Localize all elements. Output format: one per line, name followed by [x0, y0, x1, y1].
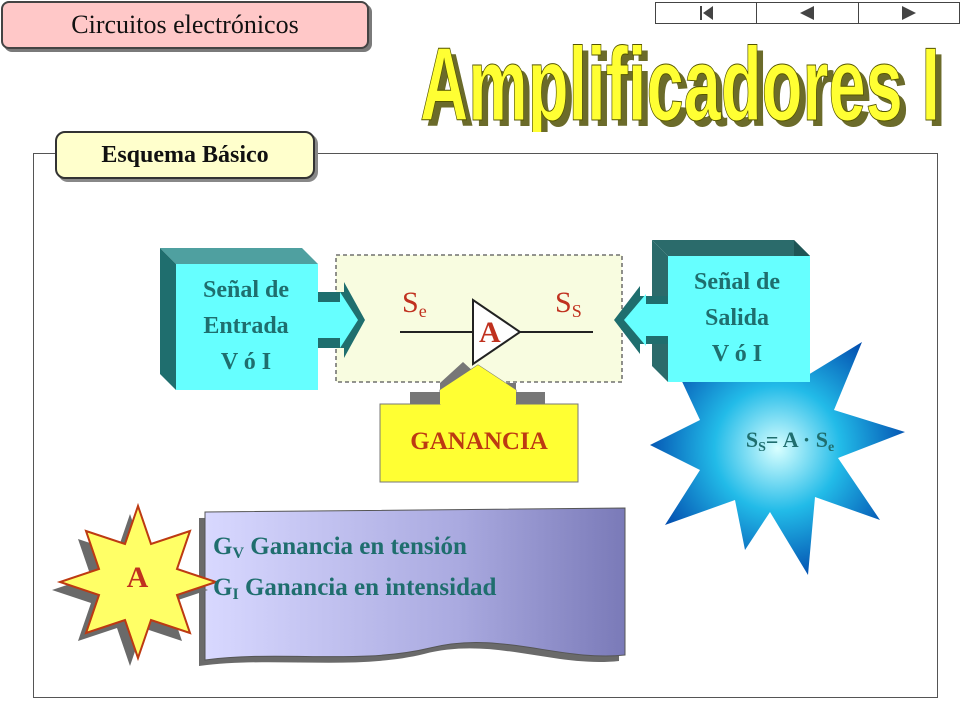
legend-text: Ganancia en intensidad	[238, 574, 497, 601]
legend-symbol-sub: I	[232, 586, 239, 603]
formula-op: = A · S	[765, 427, 828, 452]
formula-lhs: S	[745, 427, 759, 452]
input-box	[176, 264, 318, 390]
legend-item-current: GI Ganancia en intensidad	[213, 571, 613, 612]
play-backward-icon	[800, 6, 815, 20]
next-slide-button[interactable]	[858, 2, 960, 24]
amplifier-label: A	[479, 316, 501, 349]
output-label-line1: Señal de	[693, 269, 780, 295]
output-arrow	[624, 294, 668, 346]
page-title: Amplificadores I	[420, 27, 940, 132]
formula-rhs-sub: e	[827, 440, 835, 455]
legend-text: Ganancia en tensión	[244, 533, 467, 560]
input-signal-label: Señal de Entrada V ó I	[175, 272, 317, 380]
course-tag: Circuitos electrónicos	[1, 1, 369, 49]
star-label: A	[126, 561, 149, 594]
formula-burst	[650, 322, 905, 575]
page-title-shadow: Amplificadores I	[426, 33, 946, 132]
previous-slide-button[interactable]	[757, 2, 859, 24]
amplifier-symbol	[472, 298, 522, 366]
signal-in-sub: e	[418, 301, 427, 321]
input-box-side	[160, 248, 176, 390]
gain-label: GANANCIA	[410, 428, 548, 455]
signal-out-sub: S	[571, 301, 582, 321]
legend-symbol: G	[213, 533, 233, 560]
first-slide-button[interactable]	[655, 2, 758, 24]
signal-out-base: S	[555, 286, 572, 319]
formula-lhs-sub: S	[758, 440, 766, 455]
title-graphic: Amplificadores I Amplificadores I	[420, 27, 946, 133]
section-tag: Esquema Básico	[55, 131, 315, 179]
output-box	[668, 256, 810, 382]
slide-navigation	[655, 2, 960, 24]
legend-symbol: G	[213, 574, 233, 601]
skip-to-start-icon	[700, 6, 714, 20]
legend-ribbon	[204, 507, 626, 661]
input-label-line1: Señal de	[202, 277, 289, 303]
input-signal-symbol: Se	[402, 288, 427, 326]
gain-legend: GV Ganancia en tensión GI Ganancia en in…	[213, 530, 613, 612]
input-arrow	[318, 292, 358, 348]
signal-in-base: S	[402, 286, 419, 319]
gain-formula: SS= A · Se	[700, 425, 880, 463]
input-box-top	[160, 248, 318, 264]
input-label-line2: Entrada	[203, 313, 289, 339]
content-frame	[33, 153, 938, 698]
legend-item-voltage: GV Ganancia en tensión	[213, 530, 613, 571]
gain-star	[56, 502, 220, 662]
gain-arrow	[440, 365, 516, 404]
output-signal-label: Señal de Salida V ó I	[666, 264, 808, 372]
play-forward-icon	[901, 6, 916, 20]
output-label-line3: V ó I	[711, 341, 763, 367]
input-label-line3: V ó I	[220, 349, 272, 375]
legend-symbol-sub: V	[232, 545, 245, 562]
output-box-top	[652, 240, 810, 256]
output-label-line2: Salida	[704, 305, 770, 331]
output-signal-symbol: SS	[555, 288, 582, 326]
